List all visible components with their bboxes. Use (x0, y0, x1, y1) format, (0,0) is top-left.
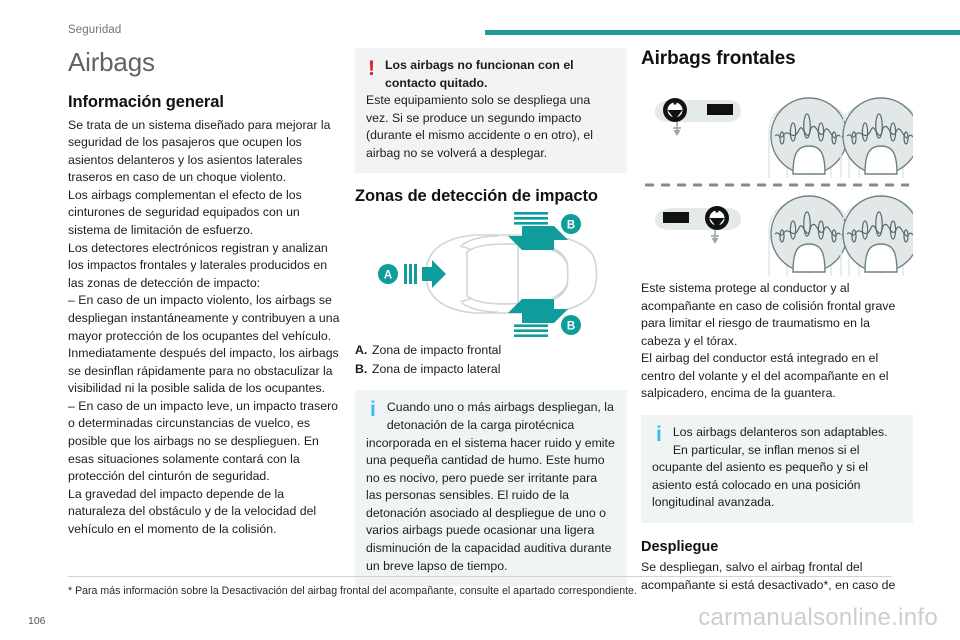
paragraph: La gravedad del impacto depende de la na… (68, 486, 317, 536)
legend-key: A. (355, 343, 368, 358)
info-lead: Cuando uno o más airbags despliegan, la … (386, 400, 614, 432)
figure-legend: A. Zona de impacto frontal B. Zona de impa… (355, 341, 627, 378)
impact-detection-zones-diagram: A B (355, 212, 627, 338)
legend-item-b: B. Zona de impacto lateral (355, 360, 627, 378)
info-callout-adaptables: i Los airbags delanteros son adaptables.… (641, 415, 913, 523)
paragraph: Se despliegan, salvo el airbag frontal d… (641, 559, 896, 592)
paragraph: Los detectores electrónicos registran y … (68, 240, 328, 290)
content-columns: Airbags Información general Se trata de … (0, 48, 960, 592)
front-airbags-diagram (641, 84, 913, 276)
paragraph: El airbag del conductor está integrado e… (641, 351, 889, 401)
page-number: 106 (28, 615, 46, 627)
exclamation-icon: ! (368, 57, 375, 80)
svg-text:B: B (567, 220, 575, 232)
dashboard-rhd-pictogram (655, 206, 741, 244)
section-title-airbags-frontales: Airbags frontales (641, 48, 796, 69)
legend-label: Zona de impacto lateral (372, 361, 501, 376)
legend-label: Zona de impacto frontal (372, 343, 502, 358)
marker-a-badge (378, 264, 398, 285)
marker-b-badge-bottom (561, 315, 581, 336)
paragraph: – En caso de un impacto leve, un impacto… (68, 398, 338, 484)
watermark: carmanualsonline.info (698, 604, 938, 631)
page-header: Seguridad (0, 0, 960, 48)
legend-item-a: A. Zona de impacto frontal (355, 341, 627, 359)
info-callout-detonacion: i Cuando uno o más airbags despliegan, l… (355, 390, 627, 587)
dashboard-lhd-pictogram (655, 98, 741, 136)
paragraph: Se trata de un sistema diseñado para mej… (68, 117, 331, 185)
paragraph: – En caso de un impacto violento, los ai… (68, 293, 340, 396)
svg-text:A: A (384, 270, 392, 282)
warning-body: Este equipamiento solo se despliega una … (366, 93, 593, 160)
subsection-title-despliegue: Despliegue (641, 538, 719, 555)
column-middle: ! Los airbags no funcionan con el contac… (355, 48, 627, 600)
column-right: Airbags frontales (641, 48, 913, 594)
legend-key: B. (355, 361, 368, 376)
warning-callout: ! Los airbags no funcionan con el contac… (355, 48, 627, 174)
header-accent-rule (485, 30, 960, 35)
breadcrumb: Seguridad (68, 24, 122, 36)
svg-text:B: B (567, 321, 575, 333)
paragraph: Este sistema protege al conductor y al a… (641, 281, 896, 348)
marker-b-badge-top (561, 214, 581, 235)
info-lead: Los airbags delanteros son adaptables. E… (672, 425, 888, 457)
page-title: Airbags (68, 47, 155, 77)
info-body: incorporada en el sistema hacer ruido y … (366, 435, 615, 573)
column-left: Airbags Información general Se trata de … (68, 48, 340, 538)
paragraph: Los airbags complementan el efecto de lo… (68, 187, 302, 238)
warning-lead: Los airbags no funcionan con el contacto… (385, 58, 574, 90)
page-footer: * Para más información sobre la Desactiv… (0, 568, 960, 640)
footer-divider (68, 576, 892, 577)
footnote: * Para más información sobre la Desactiv… (68, 585, 637, 597)
info-body: ocupante del asiento es pequeño y si el … (652, 460, 869, 510)
section-title-informacion-general: Información general (68, 92, 224, 111)
info-icon: i (656, 424, 662, 447)
section-title-zonas-deteccion: Zonas de detección de impacto (355, 187, 598, 206)
info-icon: i (370, 399, 376, 422)
